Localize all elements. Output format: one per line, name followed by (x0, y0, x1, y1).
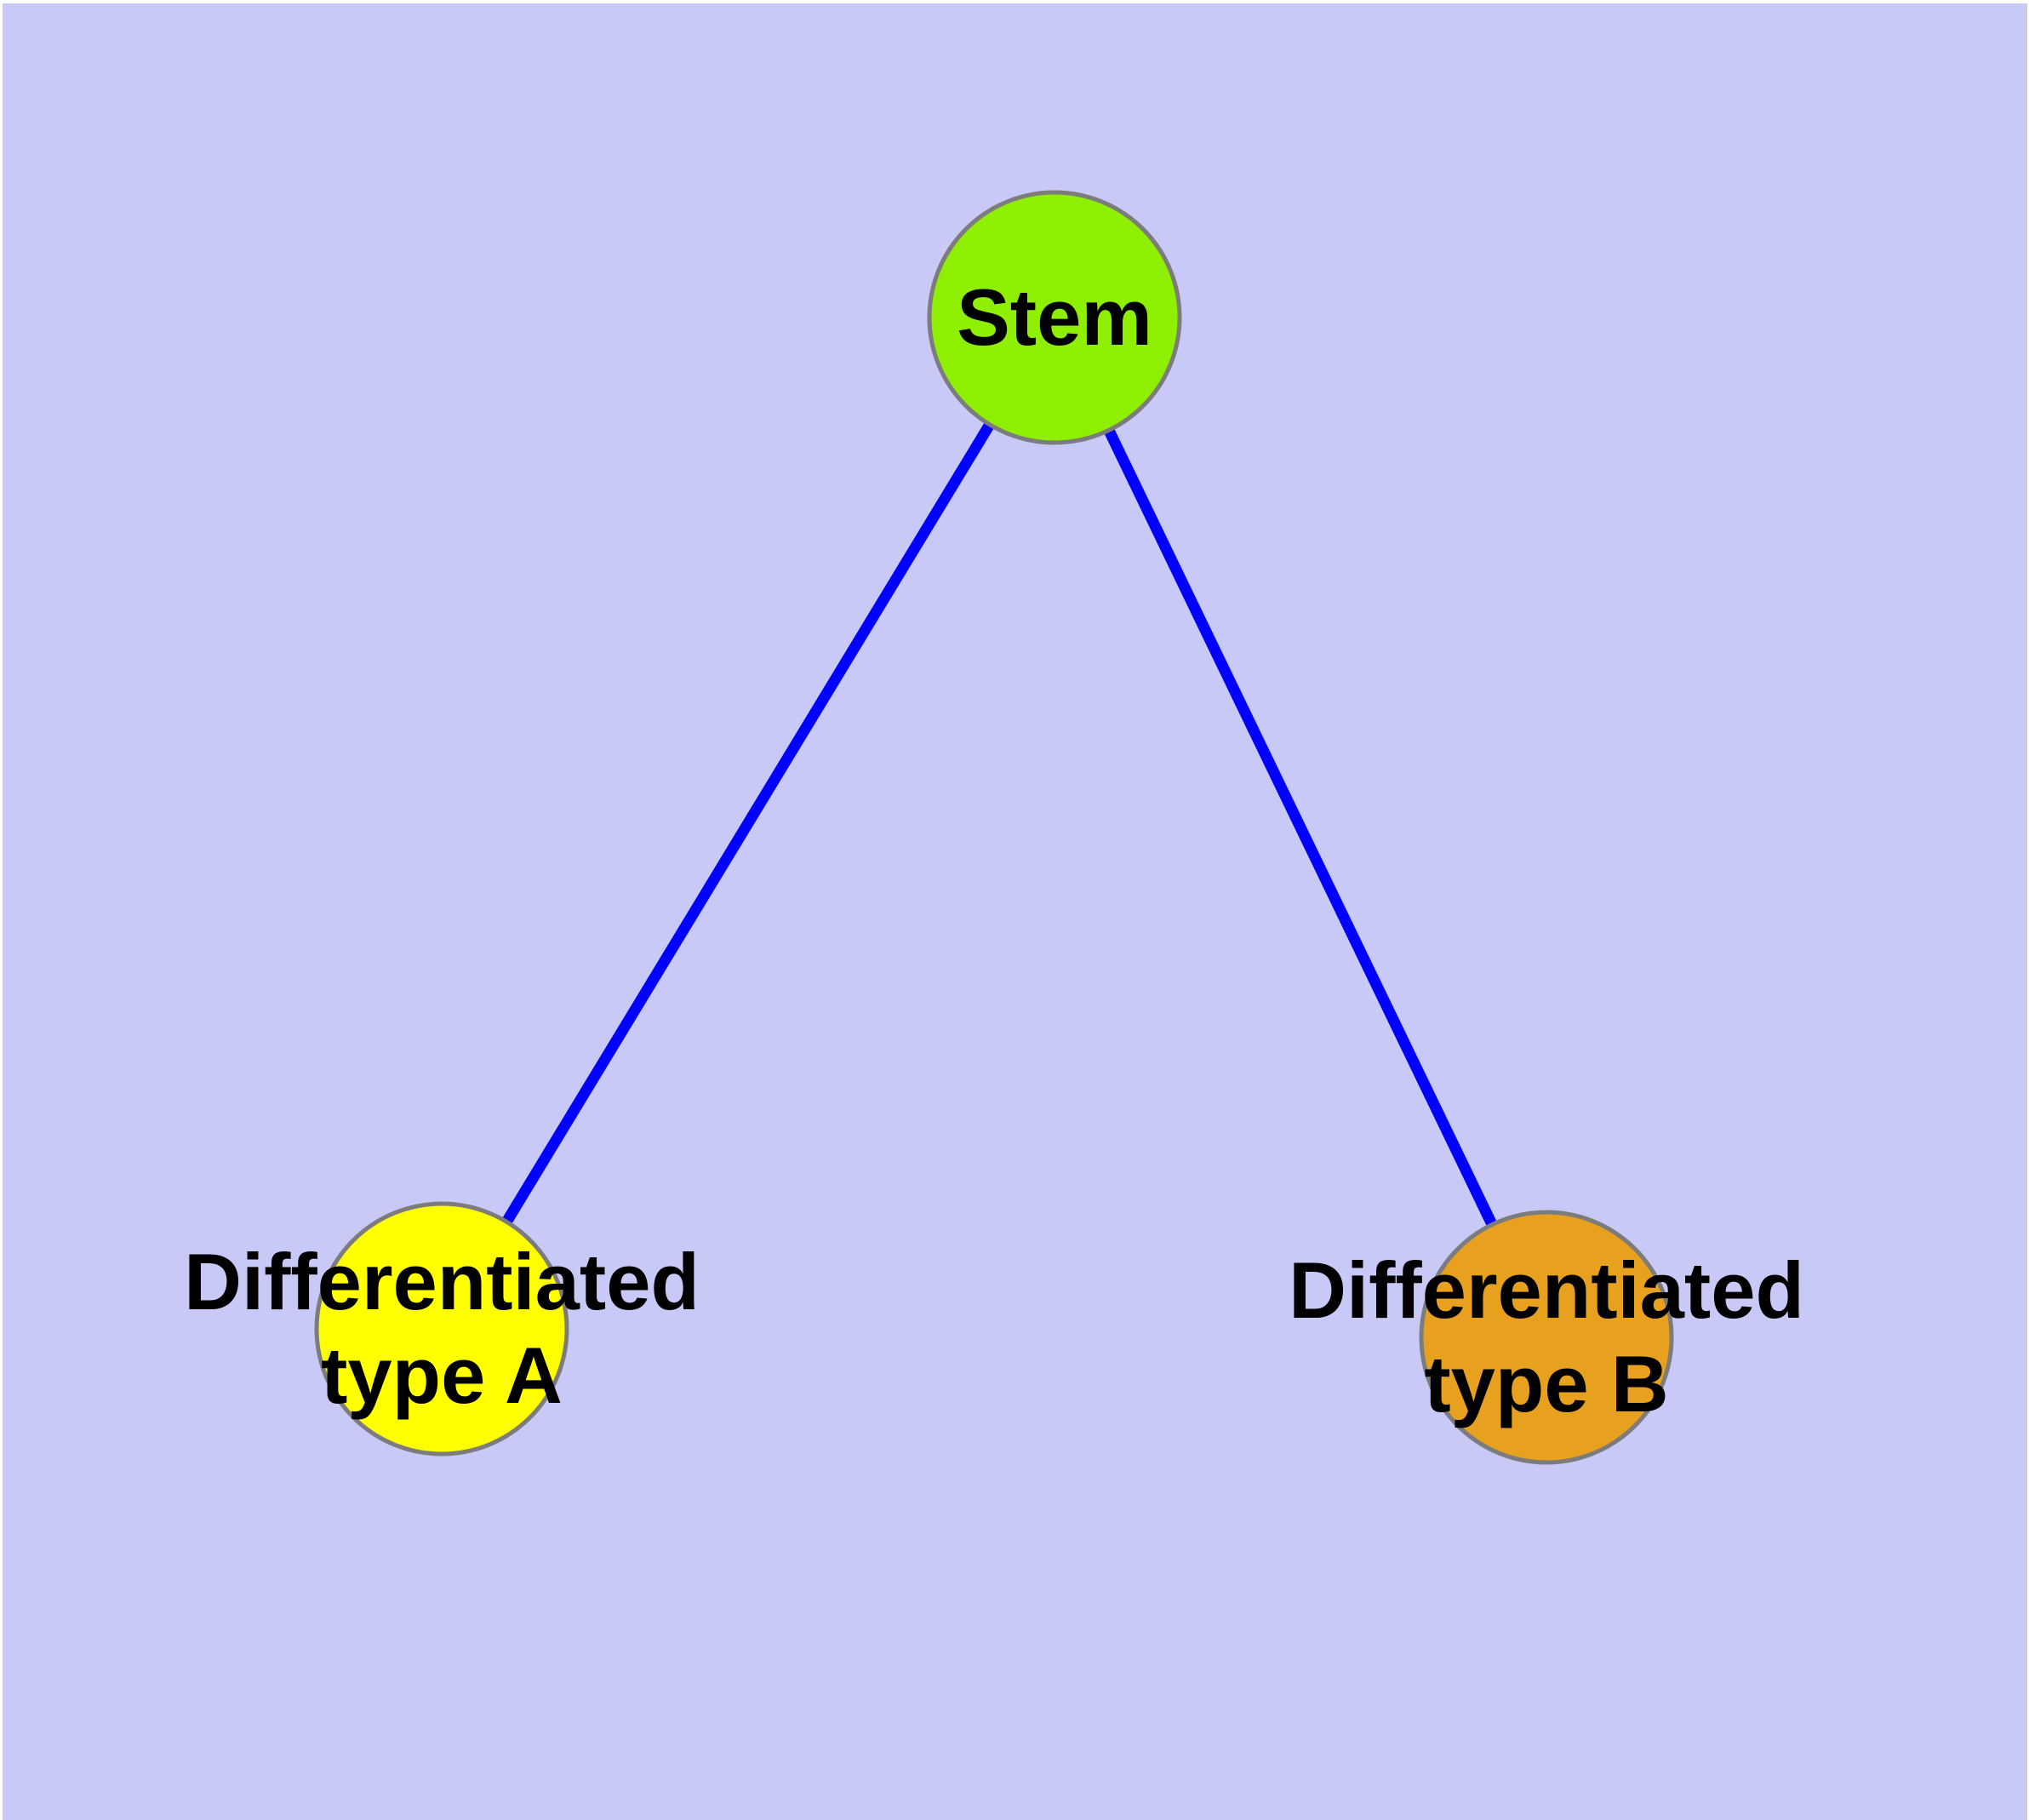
node-stem-label: Stem (957, 272, 1152, 362)
node-type-b-label: Differentiated type B (1289, 1244, 1804, 1431)
node-type-a-label-line1: Differentiated (184, 1237, 700, 1326)
node-type-b-label-line2: type B (1424, 1339, 1669, 1428)
node-stem-circle (927, 190, 1182, 445)
node-type-a-circle (314, 1201, 569, 1457)
node-type-b-label-line1: Differentiated (1289, 1245, 1804, 1335)
node-type-a-label: Differentiated type A (184, 1235, 700, 1422)
node-type-a-label-line2: type A (321, 1331, 563, 1420)
edge-stem-to-type-b (1049, 315, 1552, 1340)
node-type-b-circle (1419, 1210, 1674, 1465)
edge-stem-to-type-a (437, 314, 1060, 1332)
